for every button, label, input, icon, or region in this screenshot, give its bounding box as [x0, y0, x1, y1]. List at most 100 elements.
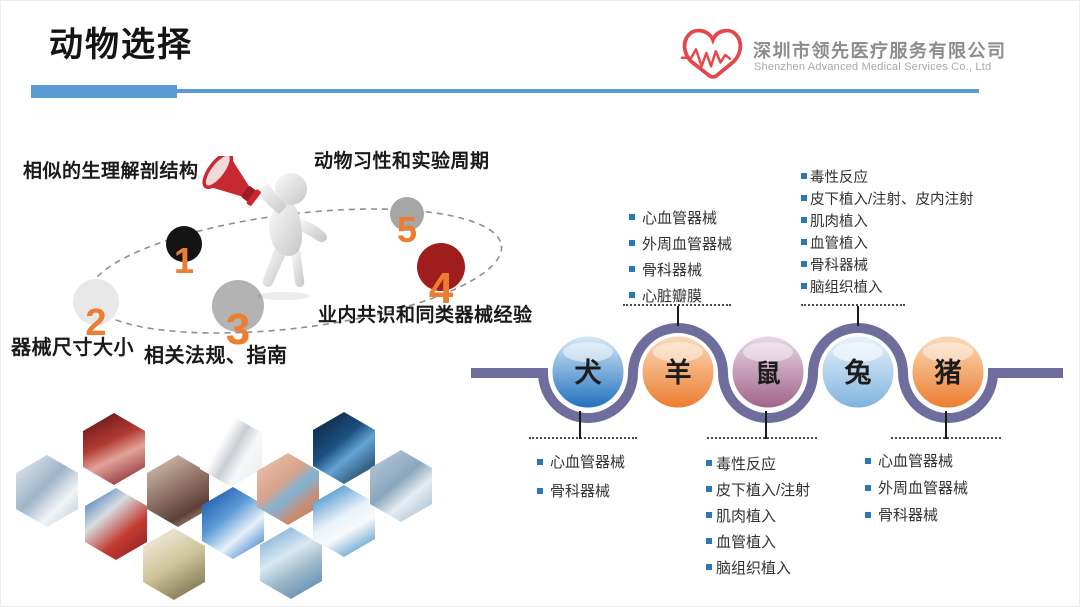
bullet-square-icon: [629, 214, 635, 220]
application-label: 脑组织植入: [810, 279, 883, 296]
animal-circle-rat: 鼠: [729, 333, 807, 411]
bullet-square-icon: [801, 283, 807, 289]
bullet-square-icon: [537, 458, 543, 465]
factor-number: 4: [428, 264, 454, 314]
application-label: 皮下植入/注射、皮内注射: [810, 191, 974, 208]
list-item: 血管植入: [801, 231, 974, 253]
list-item: 心血管器械: [629, 204, 732, 230]
bullet-square-icon: [801, 217, 807, 223]
rabbit-applications-list: 毒性反应 皮下植入/注射、皮内注射 肌肉植入 血管植入 骨科器械 脑组织植入: [801, 165, 974, 297]
factor-number: 3: [225, 304, 251, 354]
dotted-line-sheep: [623, 304, 731, 306]
application-label: 心血管器械: [642, 209, 718, 227]
hex-image-aortic-stent-graft: [83, 413, 145, 485]
company-name-en: Shenzhen Advanced Medical Services Co., …: [754, 61, 992, 73]
factor-label-habits: 动物习性和实验周期: [314, 151, 490, 172]
person-with-megaphone-illustration: [202, 156, 327, 300]
list-item: 外周血管器械: [629, 230, 732, 256]
bullet-square-icon: [537, 487, 543, 494]
application-label: 骨科器械: [810, 257, 868, 274]
factor-circle-4: 4: [417, 243, 465, 311]
connector-rabbit: [857, 306, 859, 326]
list-item: 脑组织植入: [801, 275, 974, 297]
hex-image-stent-mesh-closeup: [202, 487, 264, 559]
factor-circle-5: 5: [390, 197, 424, 247]
bullet-square-icon: [706, 512, 712, 518]
bullet-square-icon: [865, 484, 871, 491]
bullet-square-icon: [706, 460, 712, 466]
bullet-square-icon: [706, 564, 712, 570]
factor-circle-1: 1: [166, 226, 202, 278]
bullet-square-icon: [801, 195, 807, 201]
application-label: 毒性反应: [716, 455, 777, 473]
hex-image-occluder-mesh-device: [143, 528, 205, 600]
factor-number: 1: [173, 239, 195, 281]
list-item: 骨科器械: [865, 501, 968, 528]
dog-applications-list: 心血管器械 骨科器械: [537, 447, 625, 505]
application-label: 外周血管器械: [878, 480, 969, 497]
hex-image-spinal-implant: [260, 527, 322, 599]
hex-image-curved-vascular-stent: [85, 488, 147, 560]
connector-dog: [579, 411, 581, 439]
bullet-square-icon: [629, 240, 635, 246]
page-title: 动物选择: [49, 26, 193, 64]
application-label: 肌肉植入: [716, 507, 777, 525]
svg-text:犬: 犬: [575, 358, 602, 388]
application-label: 骨科器械: [550, 483, 611, 500]
header-divider-line: [177, 89, 979, 93]
application-label: 血管植入: [716, 533, 777, 551]
list-item: 毒性反应: [801, 165, 974, 187]
list-item: 心血管器械: [537, 447, 625, 476]
dotted-line-rat: [707, 437, 817, 439]
application-label: 骨科器械: [878, 507, 939, 524]
svg-text:羊: 羊: [665, 357, 692, 388]
connector-rat: [765, 411, 767, 439]
dotted-line-dog: [529, 437, 637, 439]
list-item: 皮下植入/注射: [706, 476, 810, 502]
list-item: 外周血管器械: [865, 474, 968, 501]
bullet-square-icon: [629, 266, 635, 272]
factor-circle-3: 3: [212, 280, 264, 351]
factor-number: 2: [85, 302, 107, 345]
bullet-square-icon: [706, 538, 712, 544]
factor-label-consensus: 业内共识和同类器械经验: [318, 305, 533, 326]
list-item: 血管植入: [706, 528, 810, 554]
list-item: 心脏瓣膜: [629, 282, 732, 308]
rat-applications-list: 毒性反应 皮下植入/注射 肌肉植入 血管植入 脑组织植入: [706, 450, 810, 580]
hex-image-medical-equipment-cart: [313, 485, 375, 557]
application-label: 血管植入: [810, 235, 868, 252]
svg-text:猪: 猪: [935, 358, 962, 388]
title-accent-bar: [31, 85, 177, 98]
connector-pig: [945, 411, 947, 439]
bullet-square-icon: [706, 486, 712, 492]
application-label: 皮下植入/注射: [716, 481, 811, 499]
animal-circle-dog: 犬: [549, 333, 627, 411]
bullet-square-icon: [801, 173, 807, 179]
list-item: 肌肉植入: [801, 209, 974, 231]
animal-wave-timeline: 犬 羊 鼠 兔 猪: [471, 323, 1063, 423]
factor-label-device-size: 器械尺寸大小: [11, 337, 134, 359]
factor-number: 5: [396, 208, 418, 250]
list-item: 毒性反应: [706, 450, 810, 476]
list-item: 骨科器械: [537, 476, 625, 505]
hex-image-balloon-catheter: [370, 450, 432, 522]
company-name-zh: 深圳市领先医疗服务有限公司: [753, 41, 1007, 61]
svg-text:兔: 兔: [845, 358, 872, 388]
list-item: 骨科器械: [801, 253, 974, 275]
list-item: 脑组织植入: [706, 554, 810, 580]
application-label: 心血管器械: [550, 454, 626, 471]
bullet-square-icon: [801, 261, 807, 267]
factor-circle-2: 2: [73, 279, 119, 342]
list-item: 心血管器械: [865, 447, 968, 474]
hex-image-vascular-guidewire: [16, 455, 78, 527]
animal-circle-rabbit: 兔: [819, 333, 897, 411]
hex-image-endoscope: [200, 415, 262, 487]
wave-line: [471, 323, 1063, 423]
svg-text:鼠: 鼠: [755, 360, 780, 388]
list-item: 骨科器械: [629, 256, 732, 282]
bullet-square-icon: [865, 511, 871, 518]
animal-circle-sheep: 羊: [639, 333, 717, 411]
connector-sheep: [677, 306, 679, 326]
hex-image-hip-xray: [313, 412, 375, 484]
